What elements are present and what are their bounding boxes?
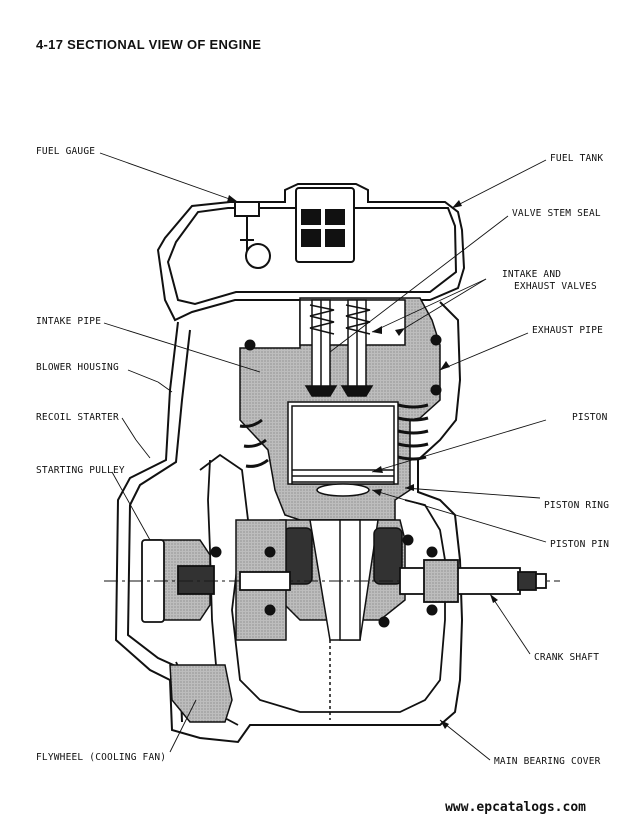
- label-piston: PISTON: [572, 412, 608, 423]
- label-starting-pulley: STARTING PULLEY: [36, 465, 125, 476]
- label-flywheel: FLYWHEEL (COOLING FAN): [36, 752, 166, 763]
- bolts-shape: [210, 334, 442, 628]
- label-blower-housing: BLOWER HOUSING: [36, 362, 119, 373]
- page-title: 4-17 SECTIONAL VIEW OF ENGINE: [36, 37, 262, 52]
- crankshaft-shape: [104, 559, 560, 603]
- label-exhaust-pipe: EXHAUST PIPE: [532, 325, 603, 336]
- label-piston-pin: PISTON PIN: [550, 539, 609, 550]
- label-intake-pipe: INTAKE PIPE: [36, 316, 101, 327]
- label-intake-exhaust-line1: INTAKE AND: [502, 269, 561, 280]
- leader-lines: [99, 152, 547, 761]
- label-intake-exhaust-line2: EXHAUST VALVES: [514, 281, 597, 292]
- label-crank-shaft: CRANK SHAFT: [534, 652, 599, 663]
- label-valve-stem-seal: VALVE STEM SEAL: [512, 208, 601, 219]
- label-piston-ring: PISTON RING: [544, 500, 609, 511]
- label-recoil-starter: RECOIL STARTER: [36, 412, 119, 423]
- label-main-bearing-cover: MAIN BEARING COVER: [494, 756, 601, 767]
- cooling-fins-shape: [239, 403, 429, 468]
- piston-shape: [291, 405, 395, 497]
- label-fuel-tank: FUEL TANK: [550, 153, 603, 164]
- footer-watermark: www.epcatalogs.com: [445, 800, 586, 815]
- valves-shape: [304, 299, 374, 397]
- fuel-tank-shape: [156, 183, 466, 322]
- leader-arrowheads: [227, 195, 498, 729]
- label-fuel-gauge: FUEL GAUGE: [36, 146, 95, 157]
- crank-assembly-shape: [279, 519, 406, 720]
